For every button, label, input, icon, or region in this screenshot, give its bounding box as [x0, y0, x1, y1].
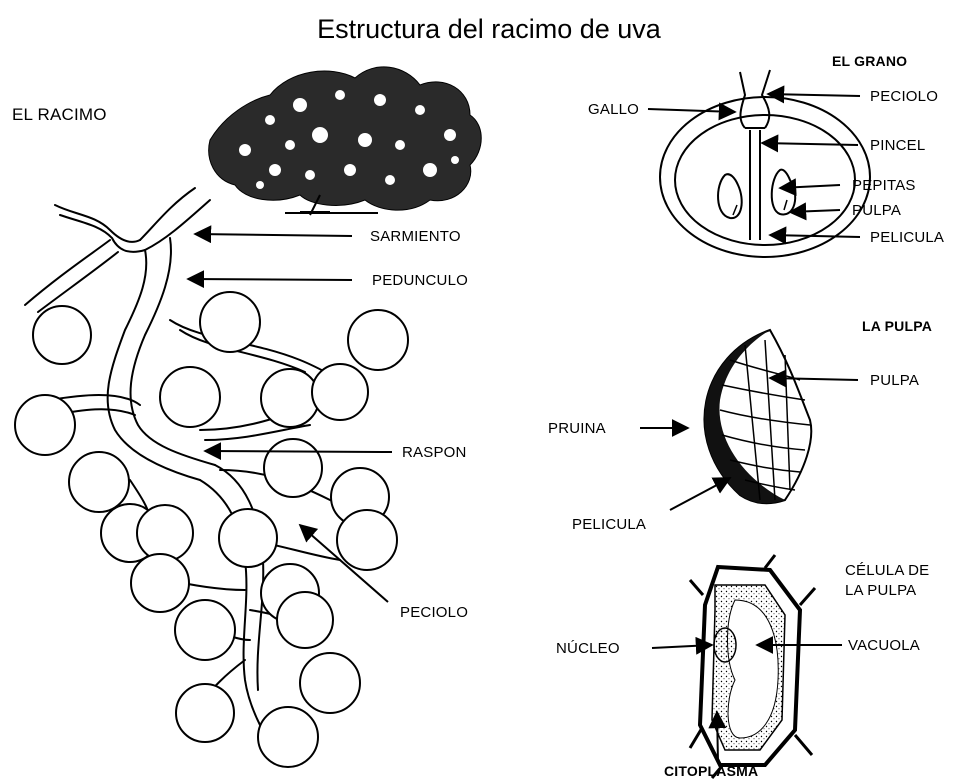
- grape-section: [660, 70, 870, 257]
- label-gallo: GALLO: [588, 102, 639, 117]
- pulp-tissue: [704, 330, 811, 503]
- label-nucleo: NÚCLEO: [556, 641, 620, 656]
- label-pedunculo: PEDUNCULO: [372, 273, 468, 288]
- grano-heading: EL GRANO: [832, 54, 907, 68]
- label-pulpa-grano: PULPA: [852, 203, 901, 218]
- label-raspon: RASPON: [402, 445, 467, 460]
- label-sarmiento: SARMIENTO: [370, 229, 461, 244]
- label-vacuola: VACUOLA: [848, 638, 920, 653]
- label-pulpa: PULPA: [870, 373, 919, 388]
- label-pelicula-pulpa: PELICULA: [572, 517, 646, 532]
- grape-berries: [15, 292, 408, 767]
- celula-heading-line2: LA PULPA: [845, 583, 916, 598]
- pulp-cell: [690, 555, 815, 778]
- pulpa-heading: LA PULPA: [862, 319, 932, 333]
- label-peciolo-grano: PECIOLO: [870, 89, 938, 104]
- racimo-heading: EL RACIMO: [12, 106, 107, 123]
- label-pincel: PINCEL: [870, 138, 925, 153]
- label-peciolo-racimo: PECIOLO: [400, 605, 468, 620]
- label-pepitas: PEPITAS: [852, 178, 916, 193]
- grapevine-leaves: [209, 67, 482, 215]
- label-citoplasma: CITOPLASMA: [664, 764, 758, 778]
- label-pelicula-grano: PELICULA: [870, 230, 944, 245]
- celula-heading-line1: CÉLULA DE: [845, 563, 929, 578]
- label-pruina: PRUINA: [548, 421, 606, 436]
